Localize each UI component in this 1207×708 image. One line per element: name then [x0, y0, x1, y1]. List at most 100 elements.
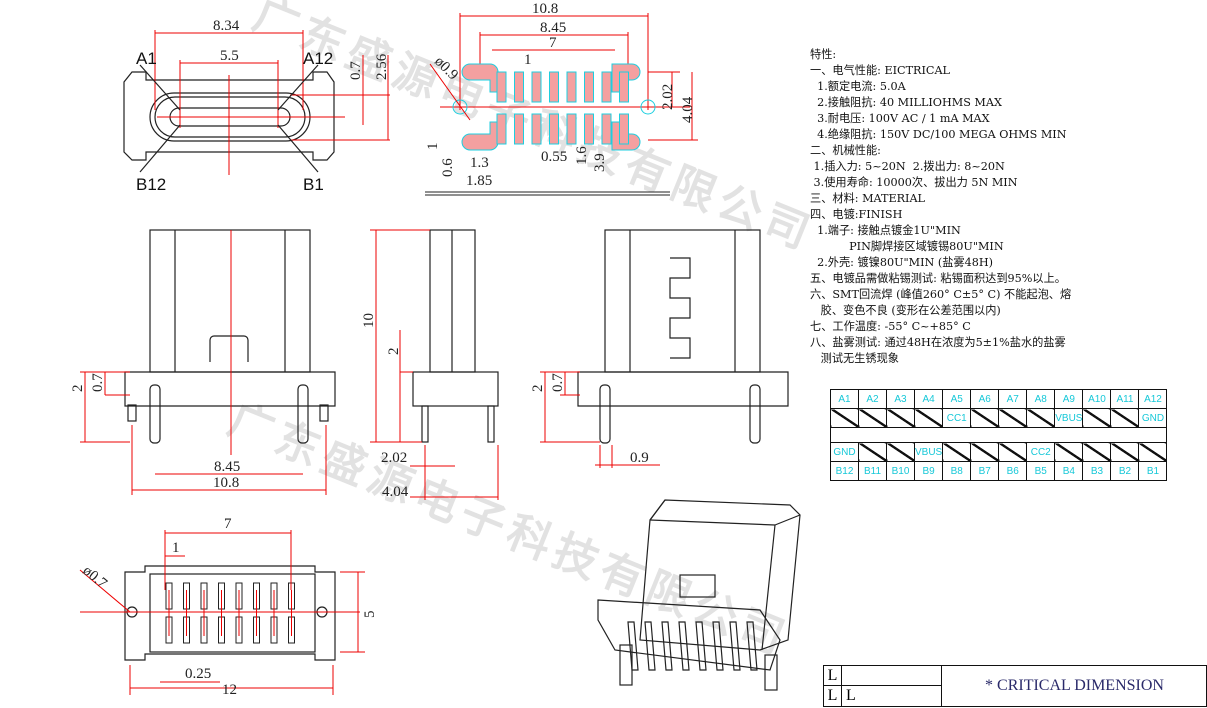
pad	[514, 113, 524, 145]
dim-label: 0.55	[541, 149, 567, 165]
spec-line: 2.外壳: 镀镍80U"MIN (盐雾48H)	[810, 256, 993, 269]
pin-cell: B3	[1082, 461, 1112, 481]
isometric-view	[597, 499, 801, 691]
pin-cell	[970, 408, 1000, 428]
dim-label: 10	[361, 313, 377, 328]
pin-cell: A6	[970, 389, 1000, 409]
spec-line: 1.端子: 接触点镀金1U"MIN	[810, 224, 961, 237]
side-view-right: 2 0.7 0.9	[530, 229, 789, 468]
dim-label: 2.56	[374, 53, 390, 80]
pin-cell	[1082, 442, 1112, 462]
pin-cell	[858, 408, 887, 428]
pin-cell	[970, 442, 1000, 462]
pin	[746, 621, 758, 671]
pin-cell: VBUS	[913, 442, 944, 462]
title-cell-l3: L	[846, 687, 856, 704]
pad	[566, 71, 577, 103]
dim-label: 1	[425, 143, 441, 151]
pin-callout: B1	[303, 175, 324, 194]
pin-cell: CC2	[1026, 442, 1056, 462]
bottom-view: 7 1 ø0.7 5 0.25 12	[79, 516, 378, 698]
pin-cell: A9	[1054, 389, 1084, 409]
dim-label: 12	[222, 682, 237, 698]
pad	[549, 113, 559, 145]
pin-cell	[1082, 408, 1112, 428]
dim-label: 1	[172, 540, 180, 556]
dim-label: 1.6	[574, 146, 590, 165]
b-signal-row: GND VBUS CC2	[830, 442, 1168, 462]
dim-label: 7	[224, 516, 232, 532]
pin-cell: GND	[830, 442, 859, 462]
pin-cell: VBUS	[1054, 408, 1084, 428]
pad	[549, 71, 559, 103]
pin-cell: A8	[1026, 389, 1056, 409]
dim-label: 2	[70, 385, 86, 393]
dim-label: 3.9	[592, 153, 608, 172]
dim-label: 1	[524, 52, 532, 68]
footprint-pads	[496, 71, 629, 145]
row-gap	[829, 427, 1168, 443]
pin-cell: A10	[1082, 389, 1112, 409]
critical-dimension-note: * CRITICAL DIMENSION	[941, 666, 1207, 706]
pin-cell	[913, 408, 944, 428]
front-view: 8.34 5.5 A1 A12 B12 B1 0.7 2.56	[123, 18, 390, 194]
side-view-left: 2 0.7 8.45 10.8	[70, 229, 336, 495]
dim-label: 4.04	[382, 484, 409, 500]
pin-cell: B5	[1026, 461, 1056, 481]
spec-line: 测试无生锈现象	[810, 352, 899, 365]
pin-callout: A12	[303, 49, 333, 68]
dim-label: 1.3	[470, 155, 489, 171]
dim-label: 0.6	[440, 158, 456, 177]
spec-line: 三、材料: MATERIAL	[810, 192, 925, 205]
pin-cell	[1138, 442, 1168, 462]
pin-callout: B12	[136, 175, 166, 194]
pin-cell: A3	[886, 389, 915, 409]
pin-cell	[942, 442, 972, 462]
pin-cell	[858, 442, 887, 462]
dim-label: 0.9	[630, 450, 649, 466]
title-cell-l1: L	[824, 666, 842, 686]
spec-line: 4.绝缘阻抗: 150V DC/100 MEGA OHMS MIN	[810, 128, 1067, 141]
pin-cell: A2	[858, 389, 887, 409]
pin-cell: B12	[830, 461, 859, 481]
pin	[644, 621, 656, 671]
spec-line: 八、盐雾测试: 通过48H在浓度为5±1%盐水的盐雾	[810, 336, 1066, 349]
spec-line: 四、电镀:FINISH	[810, 208, 903, 221]
pin-cell: B1	[1138, 461, 1168, 481]
pin-cell: A5	[942, 389, 972, 409]
pad	[601, 113, 612, 145]
spec-line: 1.插入力: 5~20N 2.拨出力: 8~20N	[810, 160, 1005, 173]
pin-cell: A7	[998, 389, 1028, 409]
dim-label: 8.34	[213, 18, 240, 34]
dim-label: 2	[530, 385, 546, 393]
spec-line: PIN脚焊接区域镀锡80U"MIN	[810, 240, 1004, 253]
spec-line: 七、工作温度: -55° C~+85° C	[810, 320, 971, 333]
pad	[496, 71, 507, 103]
pin-cell: A11	[1110, 389, 1140, 409]
pin	[661, 621, 673, 671]
dim-label: 5	[362, 611, 378, 619]
pad	[531, 113, 542, 145]
footprint-view: 10.8 8.45 7 1 ø0.9 2.02 4.04 1 0.6 1.3 1…	[425, 1, 698, 196]
pin-cell	[1110, 408, 1140, 428]
pin-cell: B8	[942, 461, 972, 481]
pin-cell: B2	[1110, 461, 1140, 481]
gap-cell	[829, 427, 1168, 443]
pin-cell: B7	[970, 461, 1000, 481]
title-block: L L L * CRITICAL DIMENSION	[823, 665, 1207, 707]
spec-line: 一、电气性能: EICTRICAL	[810, 64, 950, 77]
pin-cell: B11	[858, 461, 887, 481]
dim-label: ø0.7	[79, 563, 110, 592]
dim-label: 10.8	[213, 475, 239, 491]
pin-cell	[1054, 442, 1084, 462]
pin-cell	[886, 408, 915, 428]
side-view-middle: 10 2 2.02 4.04	[361, 229, 499, 500]
pad	[514, 71, 524, 103]
spec-line: 特性:	[810, 48, 837, 61]
pin-cell: B4	[1054, 461, 1084, 481]
